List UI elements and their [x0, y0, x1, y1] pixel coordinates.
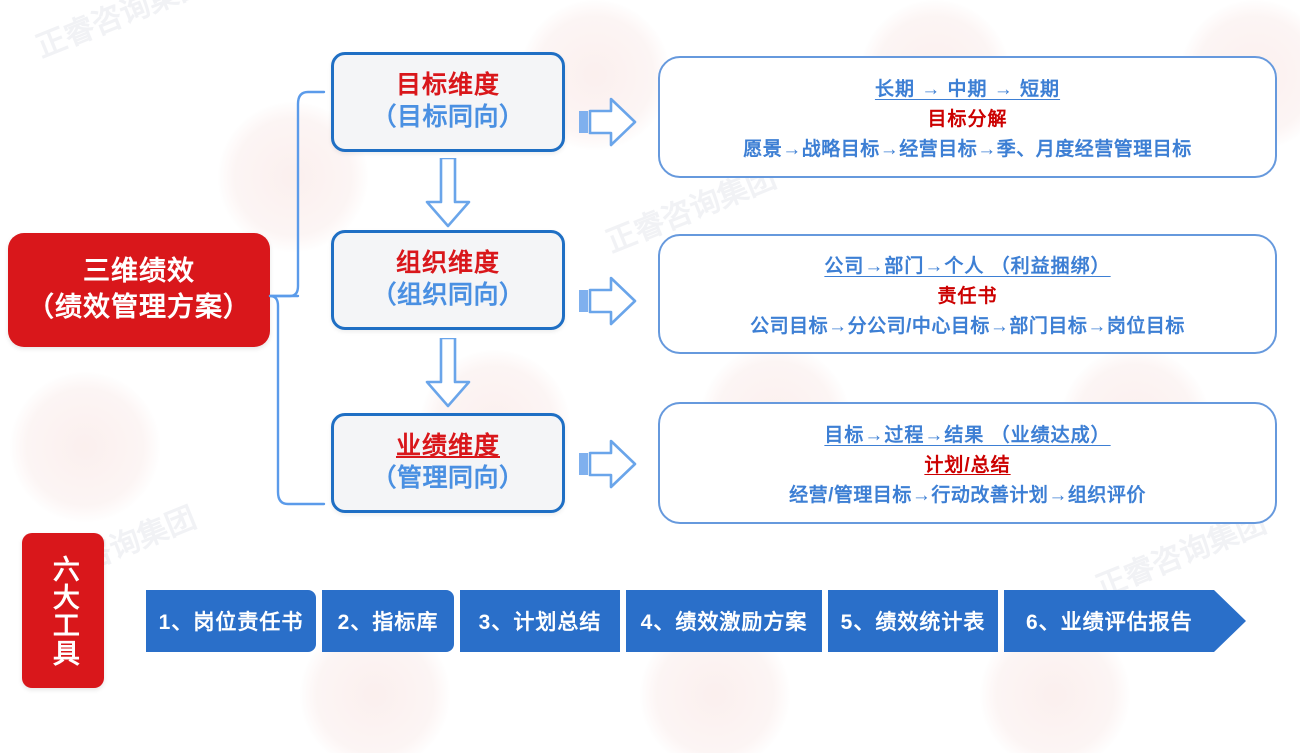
dimension-title: 目标维度: [395, 71, 500, 100]
tool-item-label: 1、岗位责任书: [158, 611, 304, 634]
down-arrow-icon: [420, 156, 476, 233]
main-title-line1: 三维绩效: [83, 256, 195, 287]
down-arrow-icon: [420, 336, 476, 413]
bracket-connector: [268, 88, 328, 513]
right-arrow-icon: [577, 438, 639, 495]
panel-keyword: 目标分解: [927, 108, 1008, 130]
right-arrow-icon: [577, 275, 639, 332]
watermark-brand-text: 正睿咨询集团: [31, 0, 211, 65]
tool-item-3[interactable]: 3、计划总结: [460, 590, 620, 652]
tool-item-6[interactable]: 6、业绩评估报告: [1004, 590, 1246, 652]
panel-detail-line: 公司目标→分公司/中心目标→部门目标→岗位目标: [750, 315, 1185, 337]
right-arrow-icon: [577, 96, 639, 153]
panel-detail-line: 愿景→战略目标→经营目标→季、月度经营管理目标: [743, 138, 1192, 160]
panel-flow-line: 目标→过程→结果 （业绩达成）: [824, 424, 1111, 446]
tool-item-1[interactable]: 1、岗位责任书: [146, 590, 316, 652]
detail-panel-2: 公司→部门→个人 （利益捆绑） 责任书 公司目标→分公司/中心目标→部门目标→岗…: [658, 234, 1277, 354]
tool-item-5[interactable]: 5、绩效统计表: [828, 590, 998, 652]
tools-section-label-text: 六大工具: [48, 554, 79, 667]
dimension-subtitle: （管理同向）: [371, 464, 525, 493]
detail-panel-3: 目标→过程→结果 （业绩达成） 计划/总结 经营/管理目标→行动改善计划→组织评…: [658, 402, 1277, 524]
tool-item-label: 2、指标库: [337, 611, 439, 634]
panel-keyword: 责任书: [937, 285, 998, 307]
dimension-box-3[interactable]: 业绩维度 （管理同向）: [331, 413, 565, 513]
panel-detail-line: 经营/管理目标→行动改善计划→组织评价: [789, 484, 1146, 506]
dimension-subtitle: （目标同向）: [371, 103, 525, 132]
tool-item-label: 6、业绩评估报告: [1026, 611, 1193, 634]
tool-item-label: 5、绩效统计表: [840, 611, 986, 634]
dimension-subtitle: （组织同向）: [371, 281, 525, 310]
panel-flow-line: 长期 → 中期 → 短期: [874, 78, 1061, 100]
dimension-box-2[interactable]: 组织维度 （组织同向）: [331, 230, 565, 330]
main-title-line2: （绩效管理方案）: [27, 292, 251, 322]
dimension-box-1[interactable]: 目标维度 （目标同向）: [331, 52, 565, 152]
dimension-title: 业绩维度: [395, 432, 500, 461]
tools-section-label: 六大工具: [22, 533, 104, 688]
tool-item-label: 4、绩效激励方案: [640, 611, 808, 634]
watermark-circle: [10, 372, 160, 522]
panel-flow-line: 公司→部门→个人 （利益捆绑）: [824, 255, 1111, 277]
panel-keyword: 计划/总结: [924, 454, 1011, 476]
tool-item-2[interactable]: 2、指标库: [322, 590, 454, 652]
dimension-title: 组织维度: [395, 249, 500, 278]
main-concept-box: 三维绩效 （绩效管理方案）: [8, 233, 270, 347]
tool-item-label: 3、计划总结: [478, 611, 602, 634]
detail-panel-1: 长期 → 中期 → 短期 目标分解 愿景→战略目标→经营目标→季、月度经营管理目…: [658, 56, 1277, 178]
tool-item-4[interactable]: 4、绩效激励方案: [626, 590, 822, 652]
